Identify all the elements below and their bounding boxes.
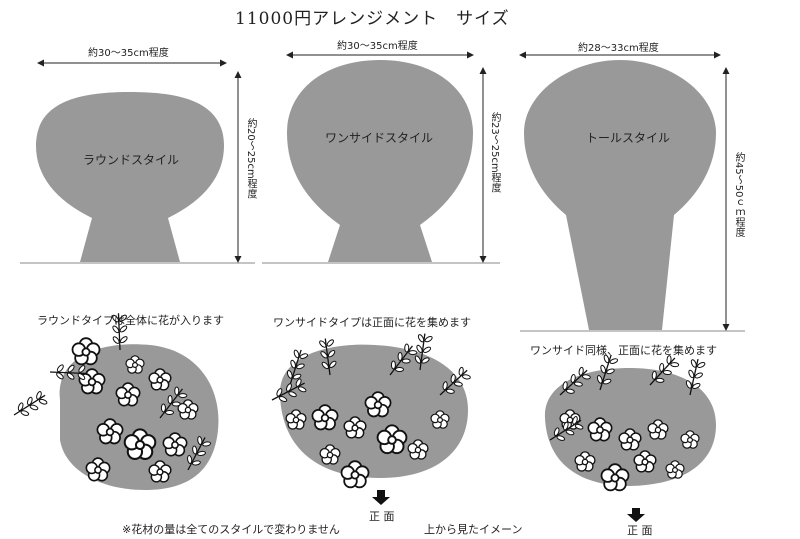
oneside-description: ワンサイドタイプは正面に花を集めます [273,316,471,329]
tall-width-label: 約28～33cm程度 [578,43,659,54]
footnote: ※花材の量は全てのスタイルで変わりません [122,523,340,536]
round-top-view [9,309,219,490]
oneside-top-view [269,328,476,489]
oneside-front-label: 正 面 [369,510,395,523]
round-width-label: 約30～35cm程度 [88,48,169,59]
tall-front-arrow [627,508,645,522]
oneside-front-arrow [372,490,390,505]
tall-height-label: 約45～50ｃｍ程度 [733,152,744,238]
tall-style-name: トールスタイル [586,131,671,145]
tall-style-silhouette [524,60,716,330]
round-description: ラウンドタイプは全体に花が入ります [37,314,224,327]
round-style-silhouette [36,92,224,262]
round-height-label: 約20～25cm程度 [245,118,256,199]
oneside-style-silhouette [287,60,473,262]
page-title: 11000円アレンジメント サイズ [235,9,510,29]
tall-front-label: 正 面 [627,524,653,537]
oneside-width-label: 約30～35cm程度 [337,41,418,52]
tall-description: ワンサイド同様、正面に花を集めます [530,344,717,357]
round-style-name: ラウンドスタイル [83,153,180,167]
top-view-note: 上から見たイメーン [424,523,523,536]
oneside-style-name: ワンサイドスタイル [325,131,434,145]
oneside-height-label: 約23～25cm程度 [489,112,500,193]
tall-top-view [544,349,716,492]
